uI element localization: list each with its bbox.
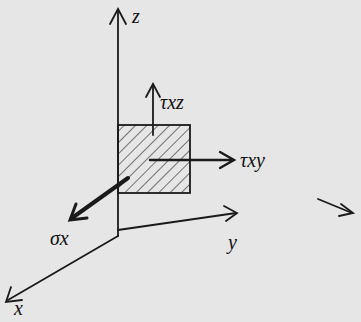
stray-arrowhead	[339, 204, 353, 216]
stress-label: τxz	[160, 92, 184, 112]
stress-label: τxy	[240, 150, 265, 170]
z-axis	[117, 10, 119, 236]
stray-arrow	[318, 199, 352, 213]
axis-label: x	[14, 298, 23, 318]
tau-xz-arrow	[152, 85, 154, 135]
y-axis	[118, 213, 236, 230]
axis-label: y	[228, 232, 237, 252]
z-arrowhead	[110, 9, 126, 24]
stress-label: σx	[50, 228, 69, 248]
axis-label: z	[132, 6, 140, 26]
tau-xz-arrowhead	[146, 84, 160, 97]
sigma-x-arrow	[72, 178, 128, 218]
tau-xy-arrow	[150, 159, 232, 161]
sigma-x-arrowhead	[70, 204, 87, 220]
y-arrowhead	[224, 206, 237, 221]
tau-xy-arrowhead	[220, 152, 234, 168]
